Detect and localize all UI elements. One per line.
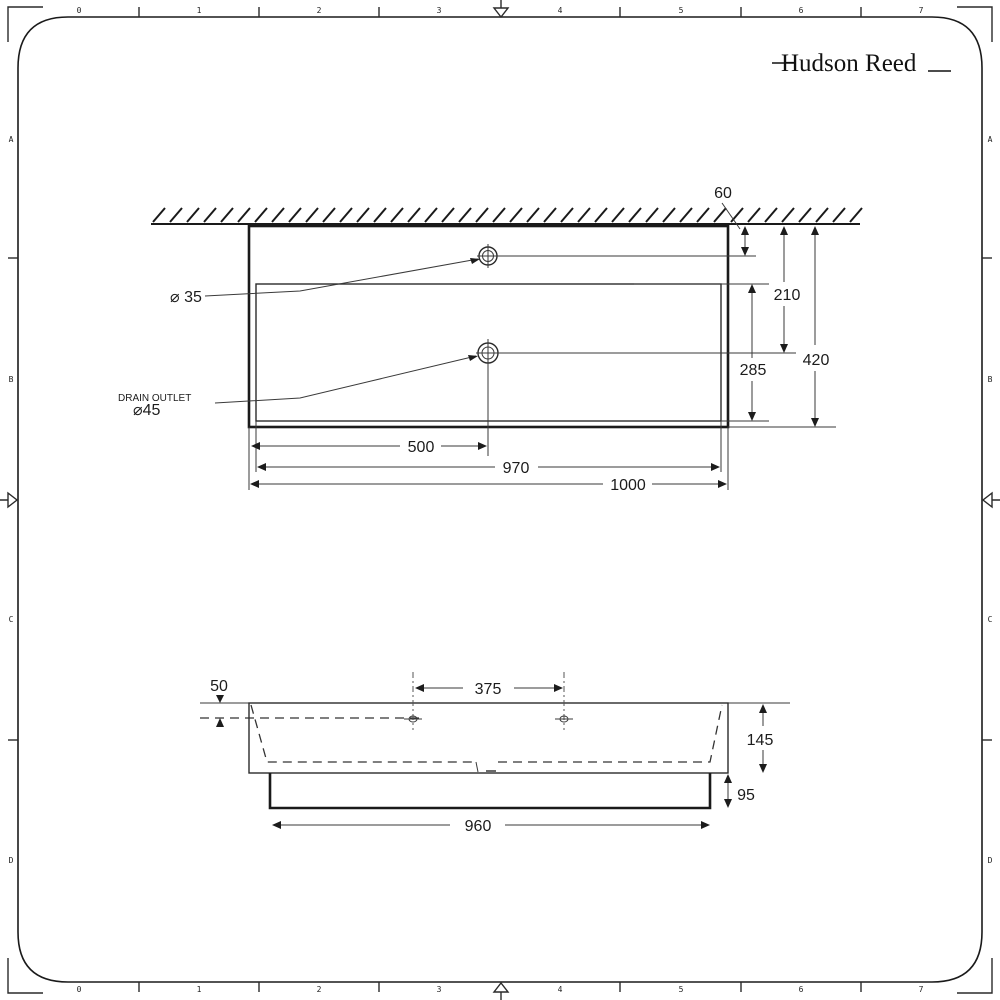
drain-outlet-diameter-label: ⌀45 bbox=[133, 402, 161, 419]
grid-row-d: D bbox=[9, 856, 14, 865]
grid-col-5-bottom: 5 bbox=[679, 985, 684, 994]
side-hole-left-icon bbox=[404, 672, 422, 730]
grid-col-0: 0 bbox=[77, 6, 82, 15]
side-view: 375 50 145 95 960 bbox=[200, 672, 790, 835]
grid-col-4: 4 bbox=[558, 6, 563, 15]
grid-col-4-bottom: 4 bbox=[558, 985, 563, 994]
grid-col-1-bottom: 1 bbox=[197, 985, 202, 994]
center-mark-left-icon bbox=[0, 491, 19, 509]
wall-hatching bbox=[151, 207, 863, 225]
brand-name: Hudson Reed bbox=[781, 50, 917, 77]
center-mark-bottom-icon bbox=[492, 981, 510, 1000]
drain-outlet-icon bbox=[476, 339, 500, 456]
grid-col-6-bottom: 6 bbox=[799, 985, 804, 994]
grid-row-c-right: C bbox=[988, 615, 993, 624]
corner-mark-top-right bbox=[957, 6, 993, 42]
grid-col-0-bottom: 0 bbox=[77, 985, 82, 994]
corner-mark-top-left bbox=[7, 6, 43, 42]
grid-row-b-right: B bbox=[988, 375, 993, 384]
dim-bowl-width: 970 bbox=[503, 460, 530, 477]
drain-outlet-title: DRAIN OUTLET bbox=[118, 393, 191, 404]
dim-hole-spacing: 375 bbox=[475, 681, 502, 698]
tap-hole-diameter-label: ⌀ 35 bbox=[170, 289, 202, 306]
tap-hole-icon bbox=[477, 244, 499, 268]
grid-col-5: 5 bbox=[679, 6, 684, 15]
corner-mark-bottom-right bbox=[957, 958, 993, 994]
dim-overall-width: 1000 bbox=[610, 477, 646, 494]
grid-col-1: 1 bbox=[197, 6, 202, 15]
dim-drain-from-wall: 210 bbox=[774, 287, 801, 304]
dim-bowl-depth: 285 bbox=[740, 362, 767, 379]
grid-col-3-bottom: 3 bbox=[437, 985, 442, 994]
brand-logo: Hudson Reed bbox=[772, 50, 951, 77]
grid-col-3: 3 bbox=[437, 6, 442, 15]
grid-row-c: C bbox=[9, 615, 14, 624]
center-mark-right-icon bbox=[981, 491, 1000, 509]
grid-col-2: 2 bbox=[317, 6, 322, 15]
basin-base-outline bbox=[268, 773, 712, 810]
side-hole-right-icon bbox=[555, 672, 573, 730]
dim-tap-from-wall: 60 bbox=[714, 185, 732, 202]
plan-view: ⌀ 35 DRAIN OUTLET ⌀45 60 210 285 420 bbox=[118, 185, 863, 494]
dim-basin-height: 145 bbox=[747, 732, 774, 749]
dim-base-height: 95 bbox=[737, 787, 755, 804]
grid-row-a-right: A bbox=[988, 135, 993, 144]
dim-hole-drop: 50 bbox=[210, 678, 228, 695]
grid-row-b: B bbox=[9, 375, 14, 384]
grid-col-7-bottom: 7 bbox=[919, 985, 924, 994]
center-mark-top-icon bbox=[492, 0, 510, 19]
corner-mark-bottom-left bbox=[7, 958, 43, 994]
dim-drain-offset: 500 bbox=[408, 439, 435, 456]
grid-row-d-right: D bbox=[988, 856, 993, 865]
grid-row-a: A bbox=[9, 135, 14, 144]
dim-base-width: 960 bbox=[465, 818, 492, 835]
dim-overall-depth: 420 bbox=[803, 352, 830, 369]
basin-side-outline bbox=[248, 702, 729, 774]
grid-col-6: 6 bbox=[799, 6, 804, 15]
grid-col-2-bottom: 2 bbox=[317, 985, 322, 994]
grid-col-7: 7 bbox=[919, 6, 924, 15]
